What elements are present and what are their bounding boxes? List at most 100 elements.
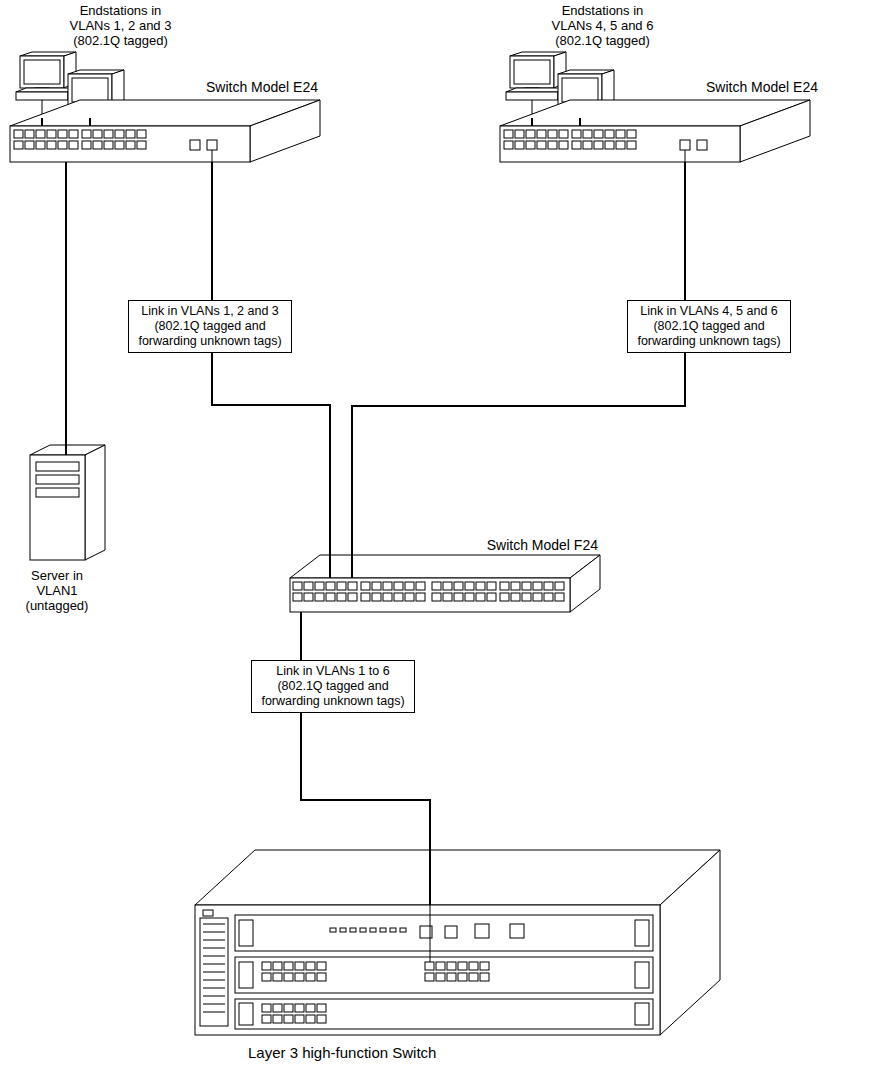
port [337, 582, 346, 590]
port [262, 962, 271, 970]
node-label: Switch Model F24 [487, 538, 598, 553]
port [548, 130, 557, 138]
network-link [579, 118, 581, 126]
port [14, 141, 23, 149]
port [306, 962, 315, 970]
port [425, 962, 434, 970]
port [104, 141, 113, 149]
port [348, 593, 357, 601]
port [104, 130, 113, 138]
port [304, 582, 313, 590]
port [383, 582, 392, 590]
network-link [531, 118, 533, 126]
vent-line [203, 988, 225, 989]
link-label: Link in VLANs 1, 2 and 3 (802.1Q tagged … [128, 300, 292, 353]
vent-line [203, 940, 225, 941]
port [284, 1015, 293, 1023]
port [537, 141, 546, 149]
port [504, 130, 513, 138]
port [515, 130, 524, 138]
port [405, 582, 414, 590]
port [511, 582, 520, 590]
port [555, 582, 564, 590]
port [36, 141, 45, 149]
port [340, 928, 346, 932]
port [273, 1004, 282, 1012]
vent-line [203, 956, 225, 957]
port [454, 582, 463, 590]
vent-line [203, 996, 225, 997]
switch-e24-right [500, 100, 810, 162]
port [465, 582, 474, 590]
port [515, 141, 524, 149]
port [372, 593, 381, 601]
port [306, 1004, 315, 1012]
switch-f24 [290, 555, 600, 612]
vent-line [203, 1004, 225, 1005]
port [476, 582, 485, 590]
vent-line [203, 972, 225, 973]
port [594, 141, 603, 149]
port [480, 973, 489, 981]
port [405, 593, 414, 601]
port [350, 928, 356, 932]
port [533, 582, 542, 590]
port [304, 593, 313, 601]
network-node: Endstations in VLANs 4, 5 and 6 (802.1Q … [498, 2, 680, 118]
port [476, 593, 485, 601]
port [372, 582, 381, 590]
port [330, 928, 336, 932]
port [416, 582, 425, 590]
port [284, 962, 293, 970]
port [36, 130, 45, 138]
port [436, 962, 445, 970]
network-link [89, 118, 91, 126]
port [680, 140, 690, 150]
port [348, 582, 357, 590]
port [436, 973, 445, 981]
server-tower [30, 445, 105, 560]
port [317, 1015, 326, 1023]
port [273, 962, 282, 970]
layer3-chassis [195, 850, 720, 1035]
network-node: Layer 3 high-function Switch [195, 905, 660, 1035]
port [394, 582, 403, 590]
vent-line [203, 924, 225, 925]
switch-e24-left [10, 100, 320, 162]
network-node: Endstations in VLANs 1, 2 and 3 (802.1Q … [8, 2, 180, 118]
node-label: Endstations in VLANs 4, 5 and 6 (802.1Q … [540, 3, 665, 48]
port [458, 962, 467, 970]
port [380, 928, 386, 932]
port [315, 582, 324, 590]
port [82, 130, 91, 138]
port [572, 130, 581, 138]
port [273, 1015, 282, 1023]
port [207, 140, 217, 150]
port [432, 582, 441, 590]
node-label: Layer 3 high-function Switch [248, 1045, 436, 1060]
port [454, 593, 463, 601]
port [295, 1004, 304, 1012]
network-link [65, 162, 67, 455]
port [469, 962, 478, 970]
port [526, 141, 535, 149]
port [93, 130, 102, 138]
port [190, 140, 200, 150]
port [500, 593, 509, 601]
port [69, 130, 78, 138]
port [522, 582, 531, 590]
node-label: Switch Model E24 [706, 80, 818, 95]
port [82, 141, 91, 149]
port [443, 593, 452, 601]
port [284, 973, 293, 981]
port [317, 973, 326, 981]
vent-line [203, 932, 225, 933]
port [559, 130, 568, 138]
port [465, 593, 474, 601]
port [47, 141, 56, 149]
port [58, 130, 67, 138]
port [360, 928, 366, 932]
port [262, 973, 271, 981]
port [137, 130, 146, 138]
port [295, 962, 304, 970]
